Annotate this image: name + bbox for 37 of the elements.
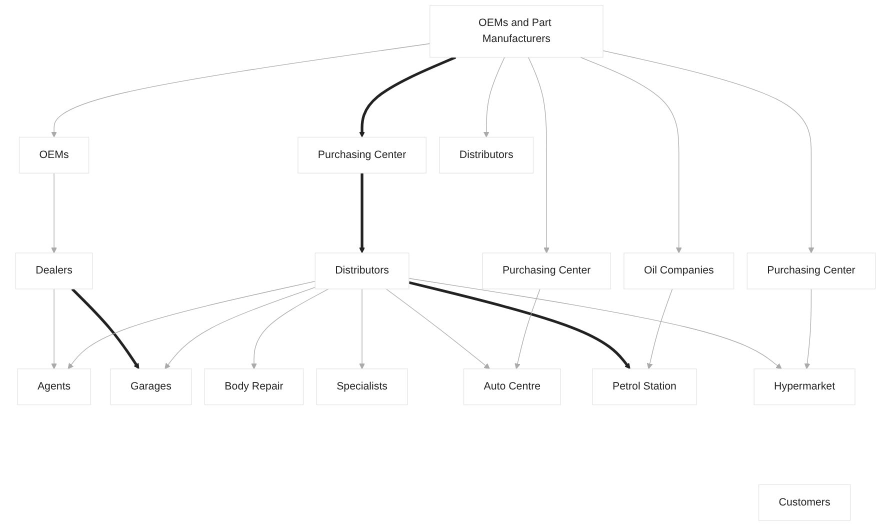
node-box: Petrol Station — [592, 368, 697, 406]
node-box: Distributors — [439, 136, 534, 174]
node-box: Hypermarket — [754, 368, 856, 406]
arrow — [359, 288, 365, 370]
arrow — [528, 56, 550, 254]
node-box: OEMs — [18, 136, 90, 174]
node-box: Agents — [17, 368, 91, 406]
arrow — [646, 288, 673, 370]
node-box: Auto Centre — [463, 368, 561, 406]
arrow — [514, 288, 540, 370]
arrow — [251, 288, 329, 370]
node-box: Specialists — [316, 368, 408, 406]
arrow — [359, 173, 365, 254]
arrow — [580, 56, 682, 254]
arrow — [804, 288, 812, 370]
node-box: Purchasing Center — [298, 136, 426, 174]
arrow — [408, 278, 782, 370]
node-box: OEMs and Part Manufacturers — [430, 5, 604, 58]
node-box: Purchasing Center — [746, 252, 876, 290]
arrow — [51, 172, 57, 254]
arrow — [71, 288, 140, 370]
arrow — [386, 288, 490, 370]
node-box: Oil Companies — [624, 252, 734, 290]
arrow — [68, 281, 316, 370]
arrow — [483, 56, 505, 138]
node-box: Garages — [110, 368, 192, 406]
arrow — [51, 43, 430, 138]
arrow — [602, 50, 814, 254]
arrow — [164, 287, 316, 370]
node-box: Purchasing Center — [482, 252, 611, 290]
node-box: Distributors — [314, 252, 410, 290]
arrow — [51, 288, 57, 370]
node-box: Body Repair — [204, 368, 304, 406]
arrow — [408, 281, 630, 370]
node-box: Customers — [758, 484, 851, 521]
arrow — [359, 56, 456, 138]
node-box: Dealers — [15, 252, 93, 290]
